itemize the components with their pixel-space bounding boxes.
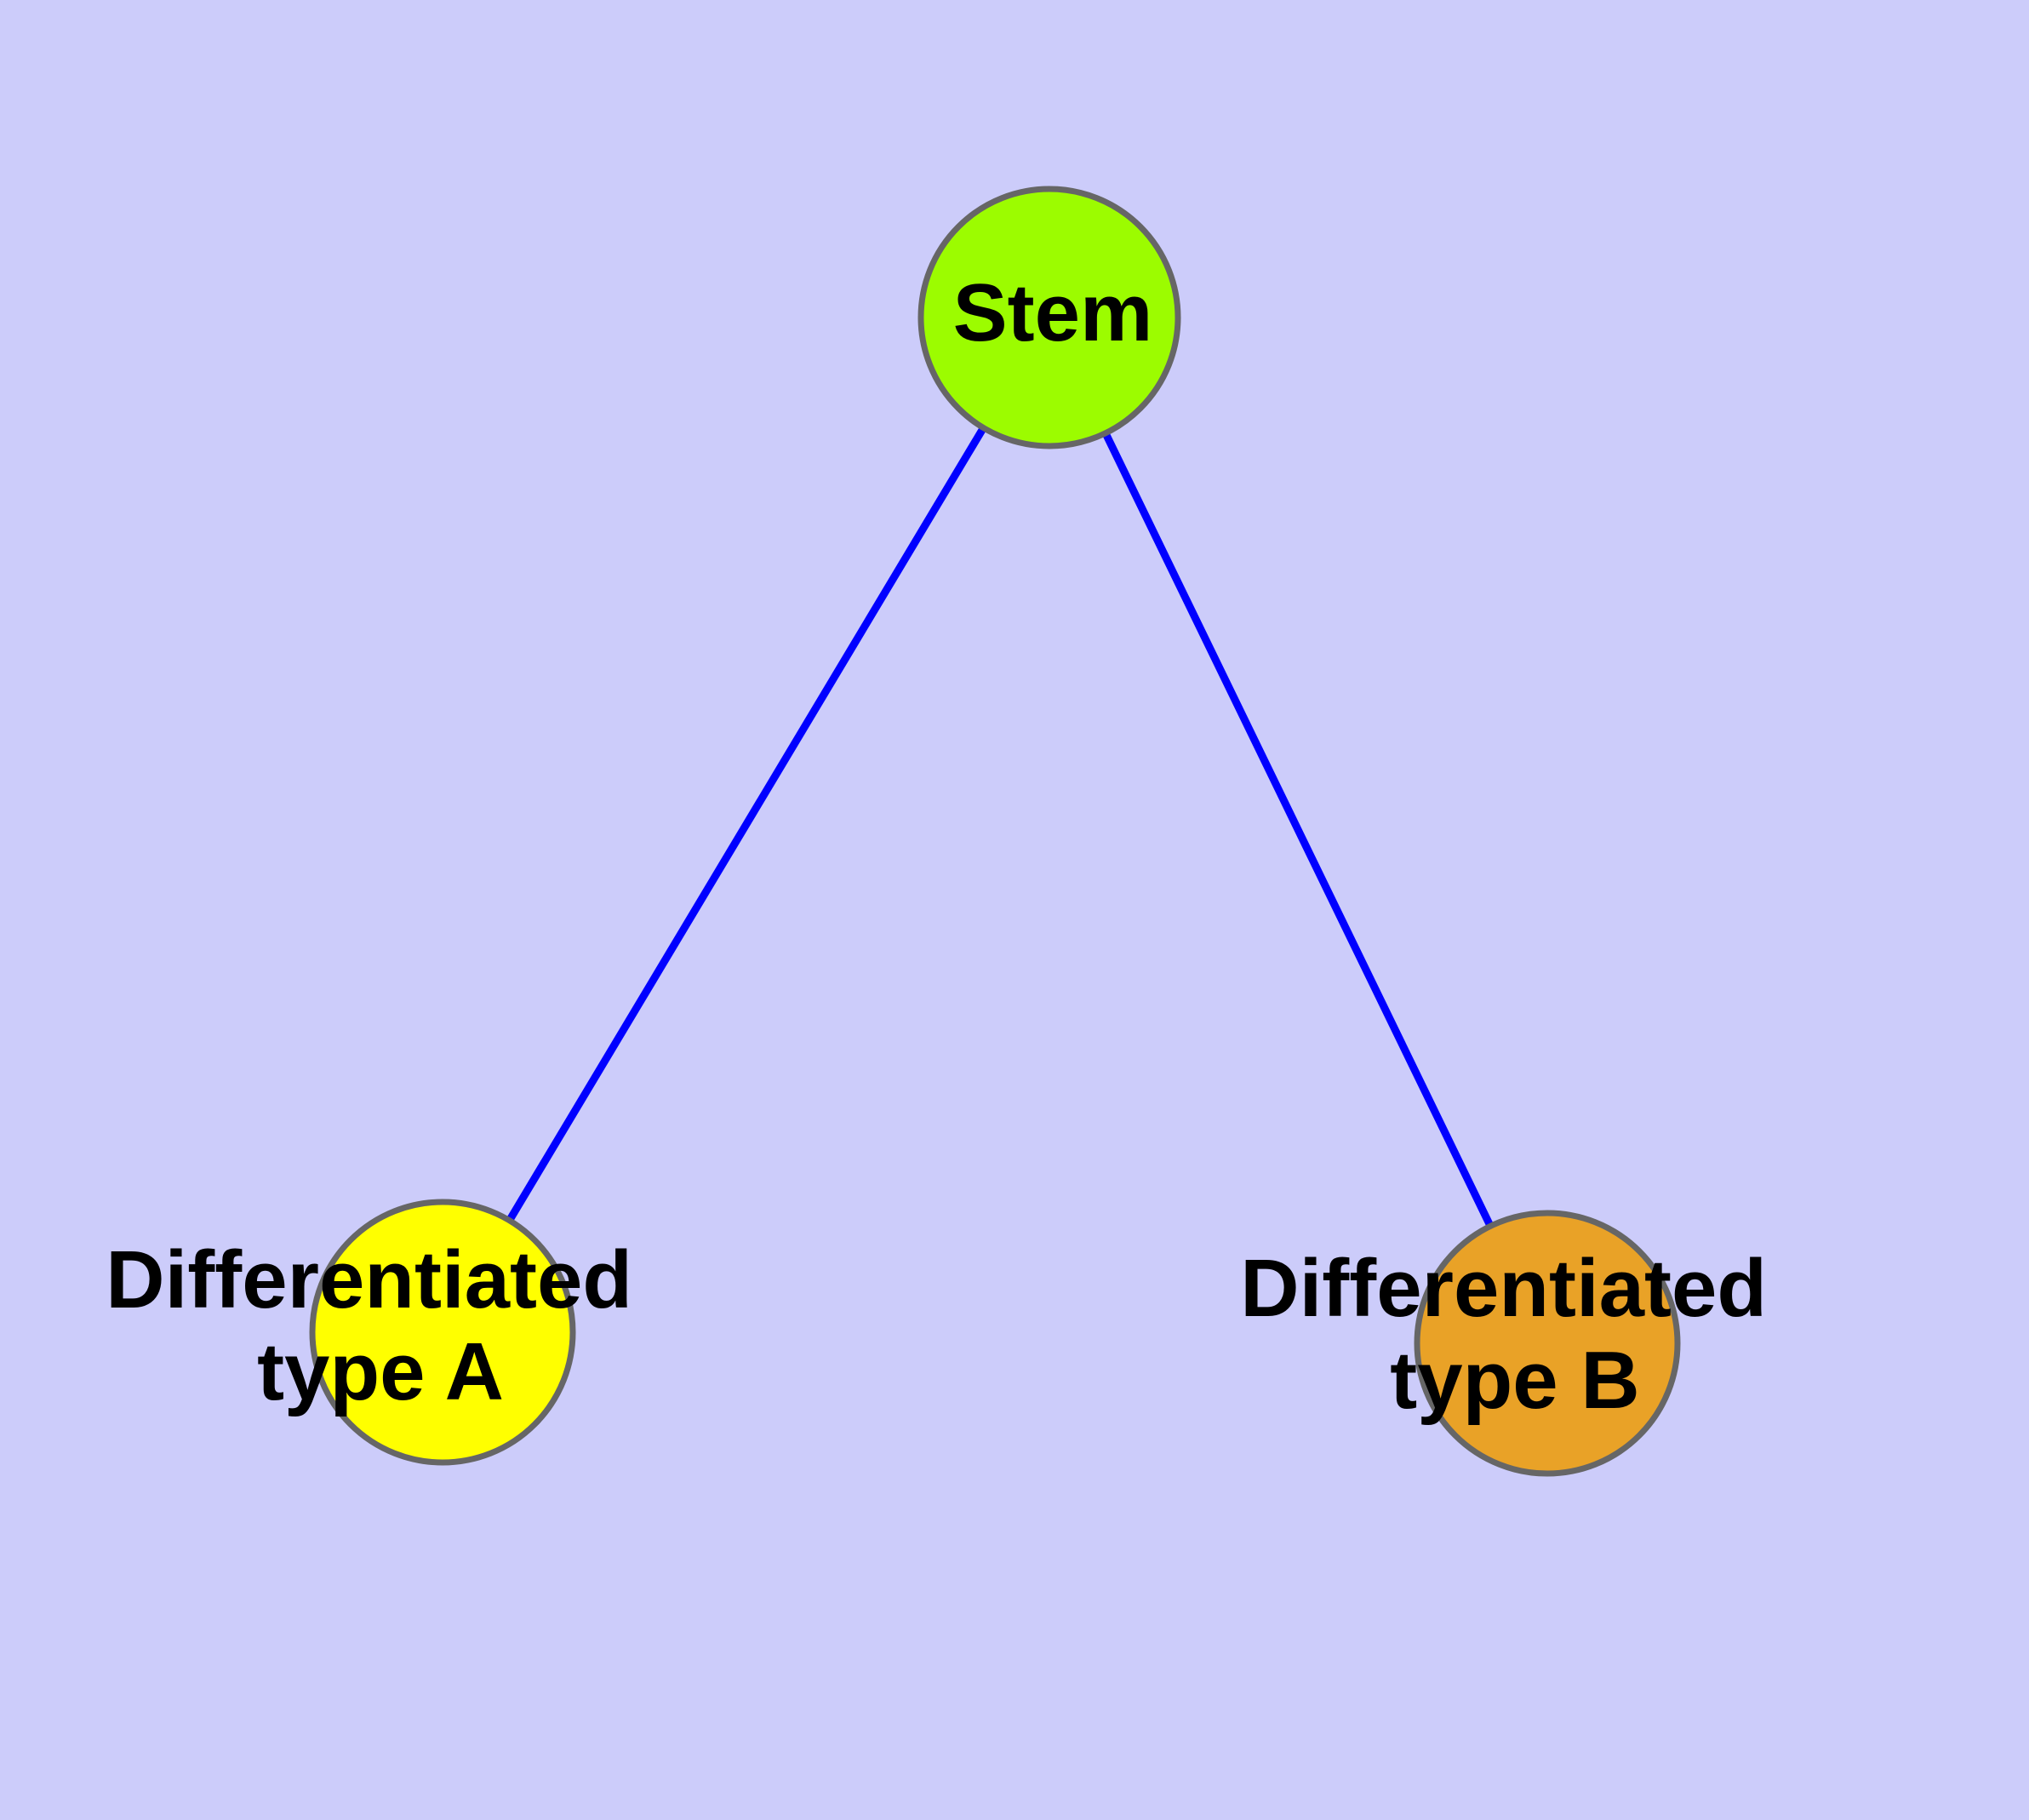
- node-differentiated-type-b[interactable]: [1414, 1210, 1681, 1477]
- node-label-differentiated-type-a-line1: Differentiated: [106, 1234, 632, 1325]
- node-label-differentiated-type-b-line1: Differentiated: [1240, 1243, 1767, 1334]
- edge-stem-to-differentiated-type-a[interactable]: [439, 315, 1053, 1335]
- node-layer: [309, 186, 1681, 1477]
- edge-layer: [439, 315, 1552, 1345]
- node-label-differentiated-type-a-line2: type A: [257, 1326, 504, 1417]
- node-differentiated-type-a[interactable]: [309, 1199, 576, 1466]
- node-circle-differentiated-type-b[interactable]: [1414, 1210, 1681, 1477]
- node-label-stem: Stem: [953, 267, 1153, 358]
- node-label-differentiated-type-a: Differentiated type A: [106, 1234, 654, 1417]
- node-circle-stem[interactable]: [917, 186, 1181, 449]
- node-label-stem-line1: Stem: [953, 267, 1153, 358]
- node-label-differentiated-type-b: Differentiated type B: [1240, 1243, 1789, 1426]
- node-circle-differentiated-type-a[interactable]: [309, 1199, 576, 1466]
- node-stem[interactable]: [917, 186, 1181, 449]
- edge-stem-to-differentiated-type-b[interactable]: [1045, 316, 1552, 1345]
- node-label-differentiated-type-b-line2: type B: [1390, 1335, 1639, 1426]
- label-layer: Stem Differentiated type A Differentiate…: [106, 267, 1789, 1426]
